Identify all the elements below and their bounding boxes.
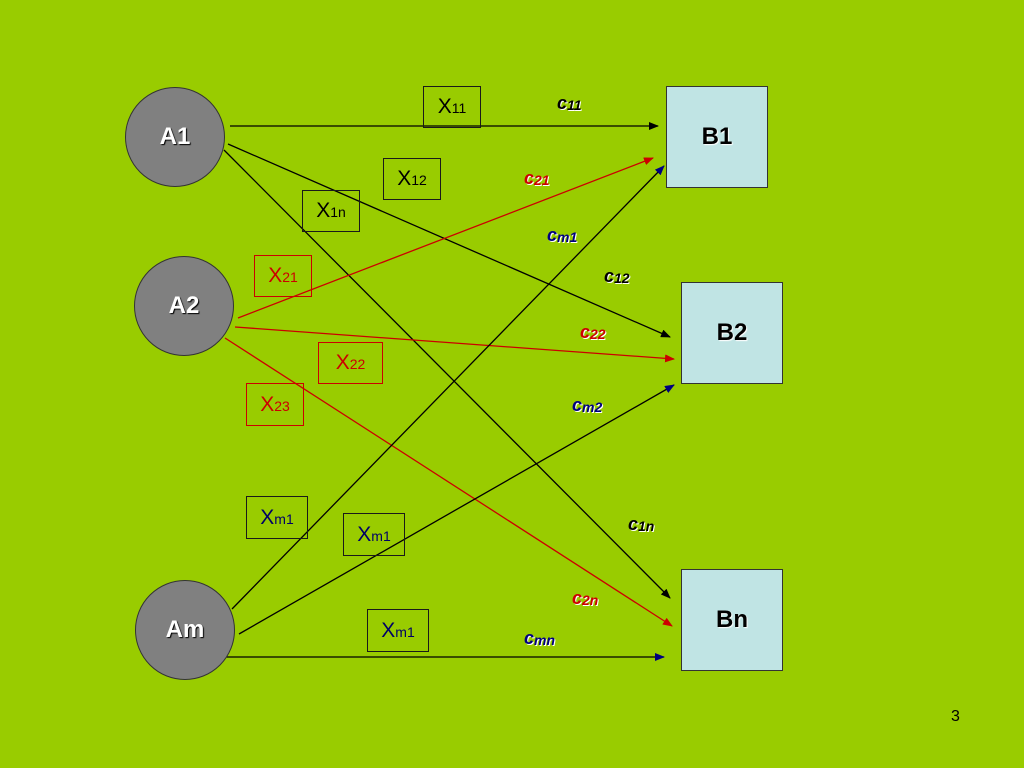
cost-label-cm2: cm2 (572, 395, 602, 416)
flow-label-sub: 21 (282, 269, 298, 285)
cost-label-sub: 1n (638, 518, 655, 534)
flow-label-base: X (357, 522, 372, 546)
cost-label-c11: c11 (557, 93, 582, 114)
flow-label-base: X (260, 392, 275, 416)
edge-am-b2 (238, 384, 675, 635)
flow-label-sub: m1 (395, 623, 415, 640)
cost-label-c21: c21 (524, 168, 550, 189)
dest-node-label: B2 (716, 319, 748, 346)
dest-node-bn[interactable]: Bn (681, 569, 783, 671)
source-node-a2[interactable]: A2 (134, 256, 234, 356)
cost-label-sub: 2n (582, 592, 599, 608)
dest-node-b2[interactable]: B2 (681, 282, 783, 384)
cost-label-c1n: c1n (628, 514, 654, 535)
cost-label-base: c (524, 168, 535, 188)
cost-label-c12: c12 (604, 266, 630, 287)
flow-label-sub: m1 (274, 510, 294, 527)
source-node-label: Am (165, 616, 205, 643)
cost-label-c2n: c2n (572, 588, 598, 609)
edge-a2-b2 (234, 326, 675, 363)
cost-label-sub: 11 (567, 97, 582, 113)
cost-label-cm1: cm1 (547, 225, 577, 246)
cost-label-sub: 12 (614, 270, 630, 286)
dest-node-b1[interactable]: B1 (666, 86, 768, 188)
source-node-a1[interactable]: A1 (125, 87, 225, 187)
cost-label-base: c (572, 395, 583, 415)
dest-node-label: Bn (716, 606, 748, 633)
cost-label-base: c (572, 588, 583, 608)
flow-label-sub: m1 (371, 527, 391, 544)
flow-label-base: X (316, 199, 331, 222)
edge-am-b1 (231, 165, 665, 610)
cost-label-base: c (580, 322, 591, 342)
flow-label-base: X (260, 505, 275, 529)
cost-label-base: c (557, 93, 568, 113)
flow-label-sub: 12 (411, 172, 427, 188)
flow-label-base: X (335, 351, 350, 374)
cost-label-cmn: cmn (524, 628, 555, 649)
edge-a2-bn (224, 337, 673, 627)
dest-node-label: B1 (701, 123, 733, 150)
flow-label-sub: 1n (330, 204, 346, 220)
flow-label-base: X (397, 167, 412, 190)
cost-label-base: c (628, 514, 639, 534)
source-node-label: A1 (159, 123, 191, 150)
cost-label-c22: c22 (580, 322, 606, 343)
slide-number: 3 (951, 708, 960, 725)
cost-label-base: c (524, 628, 535, 648)
cost-label-sub: m1 (557, 229, 578, 245)
flow-label-sub: 23 (274, 397, 290, 414)
source-node-am[interactable]: Am (135, 580, 235, 680)
cost-label-sub: mn (534, 632, 556, 648)
cost-label-base: c (604, 266, 615, 286)
edge-a1-bn (223, 149, 671, 599)
flow-label-base: X (381, 618, 396, 642)
cost-label-sub: m2 (582, 399, 603, 415)
cost-label-sub: 22 (590, 326, 606, 342)
edge-a1-b2 (227, 143, 671, 338)
flow-label-sub: 11 (451, 100, 467, 116)
edge-a2-b1 (237, 157, 654, 319)
flow-label-base: X (268, 264, 283, 287)
cost-label-sub: 21 (534, 172, 550, 188)
flow-label-base: X (437, 95, 452, 118)
flow-label-sub: 22 (349, 356, 366, 372)
source-node-label: A2 (168, 292, 200, 319)
cost-label-base: c (547, 225, 558, 245)
